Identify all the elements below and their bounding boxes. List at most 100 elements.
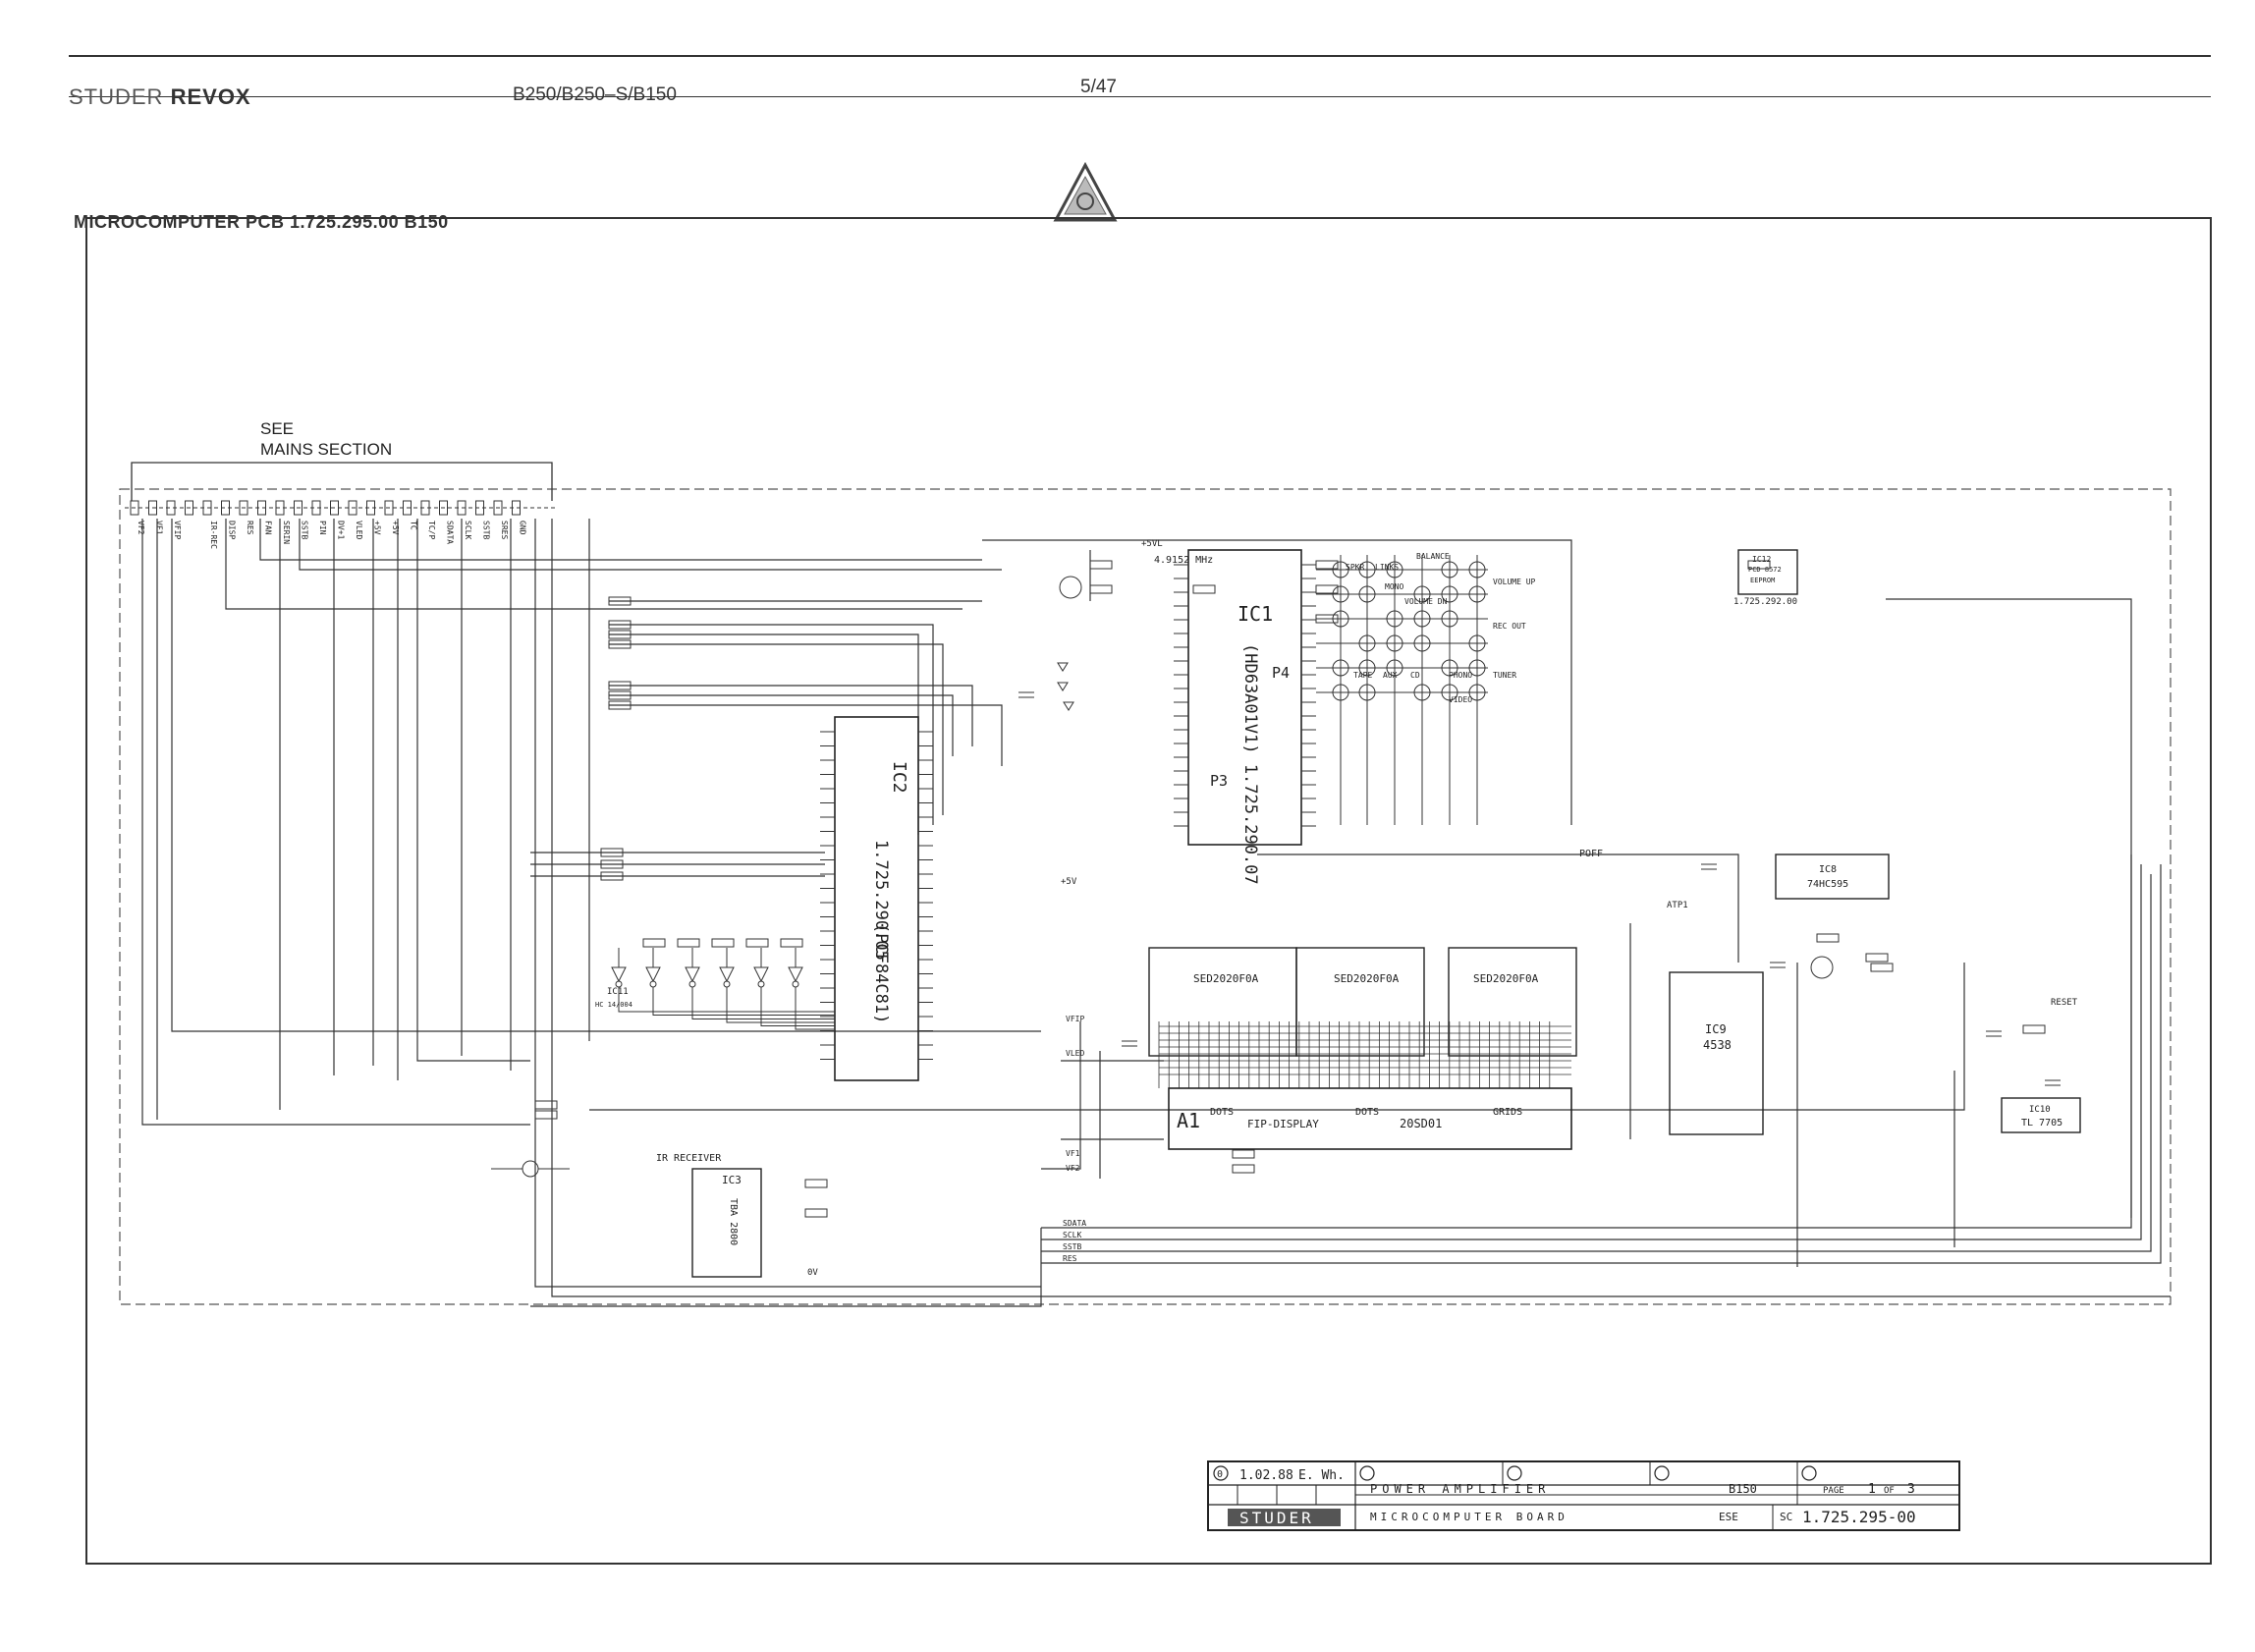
board-outline [119, 488, 2172, 1305]
tb-rev: 0 [1217, 1469, 1223, 1480]
vf1-label: VF1 [1066, 1149, 1080, 1158]
vfip-label: VFIP [1066, 1015, 1084, 1023]
diode [1063, 701, 1074, 711]
ic8-name: IC8 [1819, 864, 1837, 875]
tb-ese: ESE [1719, 1511, 1738, 1523]
matrix-volup: VOLUME UP [1493, 578, 1536, 586]
transistor [1810, 956, 1834, 979]
ic2-part: 1.725.290.05 [871, 840, 891, 961]
resistor [600, 859, 624, 869]
ic4-type: SED2020F0A [1193, 972, 1259, 985]
tb-model: B150 [1729, 1482, 1757, 1496]
resistor [608, 681, 632, 690]
ic12-type: PCD 8572 [1748, 566, 1782, 574]
display-label: FIP-DISPLAY [1247, 1118, 1319, 1130]
sdata-label: SDATA [1063, 1219, 1086, 1228]
resistor [1089, 560, 1113, 570]
ic2-type: (PCF84C81) [871, 923, 891, 1023]
mains-bracket [131, 462, 553, 501]
tb-page-total: 3 [1907, 1482, 1915, 1497]
connector-pin-label: SDATA [446, 521, 455, 544]
bus-wiring [141, 519, 2171, 1307]
ic1-part: (HD63A01V1) 1.725.290.07 [1240, 643, 1260, 885]
ic3-label: IR RECEIVER [656, 1153, 722, 1164]
connector-pin-label: DISP [228, 521, 237, 539]
passive-components [491, 560, 2061, 1218]
connector-pin-label: +5V [391, 521, 400, 535]
connector-pin [185, 500, 193, 516]
signal-labels: VFIP VLED VF1 VF2 SDATA SCLK SSTB RES +5… [807, 539, 1163, 1278]
ic11-inverters [611, 948, 835, 1030]
key-matrix [1316, 555, 1488, 825]
resistor [1315, 560, 1339, 570]
resistor [608, 700, 632, 710]
resistor [677, 938, 700, 948]
sclk-label: SCLK [1063, 1231, 1081, 1239]
connector-pin-label: +5V [373, 521, 382, 535]
connector-pin-label: SERIN [282, 521, 291, 544]
matrix-phono: PHONO [1449, 671, 1472, 680]
ic3-ir-receiver: IR RECEIVER IC3 TBA 2800 [656, 1153, 762, 1278]
resistor [534, 1100, 558, 1110]
matrix-aux: AUX [1383, 671, 1398, 680]
ic12-part: 1.725.292.00 [1733, 597, 1797, 607]
ic9-type: 4538 [1703, 1038, 1732, 1052]
display-part: 20SD01 [1400, 1117, 1442, 1130]
matrix-links: LINKS [1375, 563, 1399, 572]
ic2-microcontroller: IC2 1.725.290.05 (PCF84C81) [820, 716, 933, 1081]
header-top-rule [69, 55, 2211, 57]
connector-pin-label: TC [410, 521, 418, 530]
matrix-voldn: VOLUME DN [1404, 597, 1448, 606]
display-grids: GRIDS [1493, 1107, 1522, 1118]
resistor [608, 620, 632, 630]
resistor [1870, 963, 1894, 972]
connector-pin-label: GND [519, 521, 527, 535]
matrix-recout: REC OUT [1493, 622, 1526, 631]
connector-pin-label: SCLK [464, 521, 472, 539]
ic10-type: TL 7705 [2021, 1118, 2062, 1129]
crystal-label: 4.9152 MHz [1154, 555, 1213, 566]
ic10-name: IC10 [2029, 1105, 2051, 1115]
resistor [745, 938, 769, 948]
tb-date: 1.02.88 [1239, 1468, 1293, 1483]
ic2-name: IC2 [889, 761, 909, 794]
see-note-line1: SEE [260, 419, 294, 438]
ic12-sub: EEPROM [1750, 577, 1775, 584]
diode [1057, 682, 1069, 691]
connector-pin-label: VLED [355, 521, 363, 539]
resistor [608, 630, 632, 639]
supply-5vl: +5VL [1141, 539, 1163, 549]
resistor [1747, 560, 1771, 570]
resistor [1816, 933, 1840, 943]
display-name: A1 [1177, 1109, 1200, 1132]
tb-board: MICROCOMPUTER BOARD [1370, 1511, 1568, 1523]
brand-logo: STUDER REVOX [69, 84, 251, 110]
resistor [1192, 584, 1216, 594]
vf2-label: VF2 [1066, 1164, 1080, 1173]
resistor [608, 639, 632, 649]
vled-label: VLED [1066, 1049, 1084, 1058]
resistor [608, 690, 632, 700]
brand-revox: REVOX [170, 84, 251, 109]
resistor [534, 1110, 558, 1120]
title-block: 0 1.02.88 E. Wh. POWER AMPLIFIER B150 PA… [1207, 1460, 1960, 1531]
display-drivers: SED2020F0A SED2020F0A SED2020F0A A1 FIP-… [1148, 947, 1577, 1150]
res-label: RES [1063, 1254, 1077, 1263]
resistor [804, 1179, 828, 1188]
matrix-balance: BALANCE [1416, 552, 1450, 561]
matrix-mono: MONO [1385, 582, 1403, 591]
tb-product: POWER AMPLIFIER [1370, 1482, 1550, 1496]
header-bottom-rule [69, 96, 2211, 97]
connector-pin-label: RES [246, 521, 254, 535]
connector-pin-label: TC/P [427, 521, 436, 539]
ic8-shift-register: IC8 74HC595 POFF ATP1 [1579, 849, 1890, 910]
matrix-cd: CD [1410, 671, 1420, 680]
matrix-labels: BALANCE SPKR LINKS MONO TAPE AUX CD PHON… [1346, 552, 1536, 704]
resistor [600, 871, 624, 881]
connector-pin [239, 500, 248, 516]
resistor [1865, 953, 1889, 963]
tb-logo: STUDER [1239, 1509, 1314, 1527]
tb-sign: E. Wh. [1298, 1468, 1345, 1483]
